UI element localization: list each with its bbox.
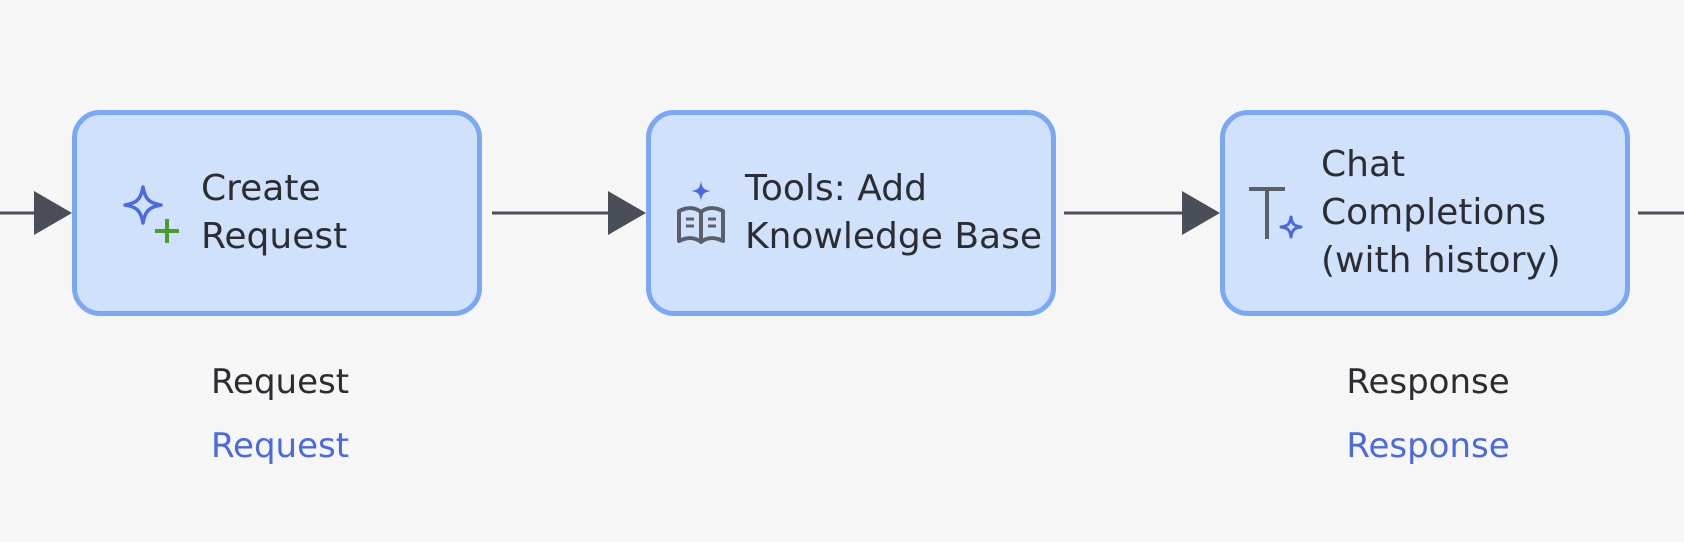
- response-caption-link[interactable]: Response: [1346, 426, 1510, 466]
- node-chat-completions[interactable]: Chat Completions (with history): [1220, 110, 1630, 316]
- node-add-knowledge-base[interactable]: Tools: Add Knowledge Base: [646, 110, 1056, 316]
- sparkle-plus-icon: [115, 177, 187, 249]
- node-label: Tools: Add Knowledge Base: [745, 168, 1042, 257]
- text-sparkle-icon: [1245, 177, 1309, 249]
- request-caption-title: Request: [210, 362, 350, 402]
- node-label: Chat Completions (with history): [1321, 144, 1561, 281]
- arrowhead-2-3: [1182, 191, 1220, 235]
- node-label: Create Request: [201, 168, 348, 257]
- request-caption-link[interactable]: Request: [210, 426, 350, 466]
- book-sparkle-icon: [675, 177, 727, 249]
- arrowhead-incoming: [34, 191, 72, 235]
- node-create-request[interactable]: Create Request: [72, 110, 482, 316]
- arrowhead-1-2: [608, 191, 646, 235]
- response-caption-title: Response: [1346, 362, 1510, 402]
